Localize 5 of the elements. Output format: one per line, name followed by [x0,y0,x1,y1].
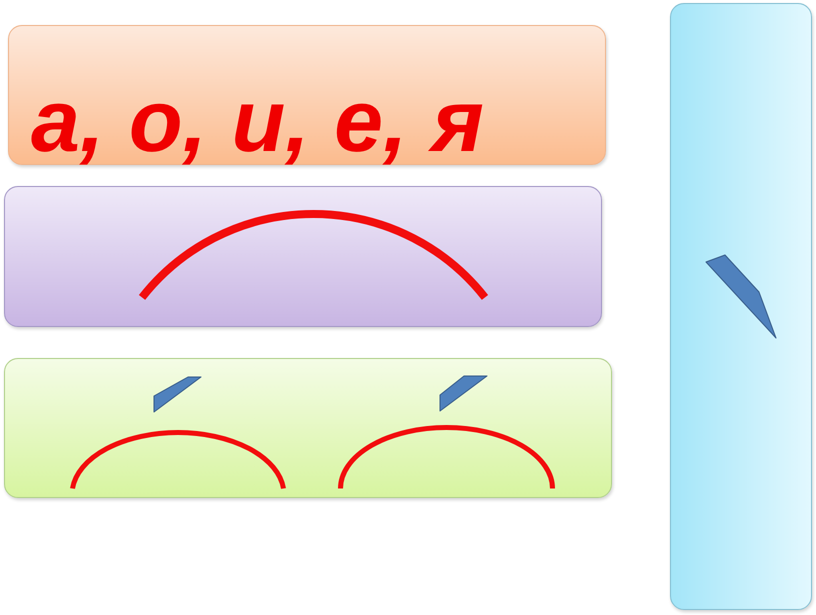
syllable-arcs-panel [4,358,612,498]
vowel-letters: а, о, и, е, я [31,77,484,165]
letters-panel [8,25,606,165]
accent-panel [670,3,812,610]
arc-panel [4,186,602,327]
